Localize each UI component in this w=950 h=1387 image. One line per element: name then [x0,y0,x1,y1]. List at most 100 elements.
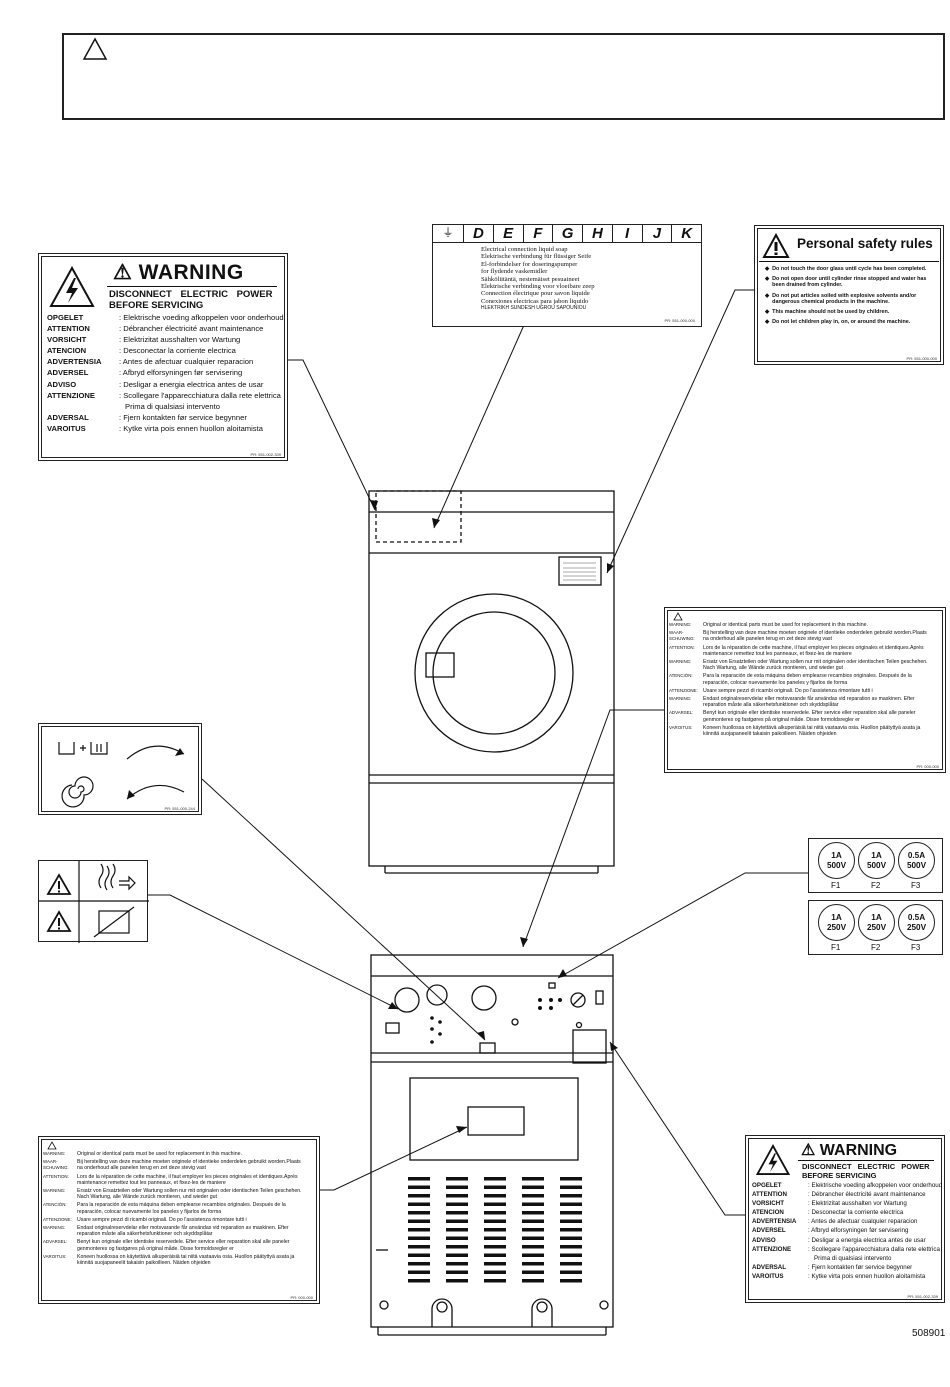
vent-slot [408,1219,430,1223]
parts-lang-text: Para la reparación de esta máquina deben… [77,1202,286,1215]
vent-slot [408,1262,430,1266]
parts-row: VAROITUS:Koneen huollossa on käytettävä … [669,725,931,737]
vent-slot [446,1194,468,1198]
warning-row: VAROITUS: Kytke virta pois ennen huollon… [47,423,284,434]
parts-row: ATTENZIONE:Usare sempre pezzi di ricambi… [669,688,931,694]
vent-slot [408,1253,430,1257]
bullet-icon: ◆ [765,309,770,316]
vent-slot [484,1228,506,1232]
warning-lang-label: ADVISO [752,1236,776,1244]
warning-lang-label: ATTENZIONE [47,390,95,400]
fuse-label: F3 [911,943,921,952]
warning-triangle-icon [762,233,790,258]
warning-row: ATTENZIONE: Scollegare l'apparecchiatura… [47,390,284,401]
parts-row: WARNING:Endast originalreservdelar eller… [669,696,931,708]
warning-lang-label [752,1254,808,1263]
fuse-label: F1 [831,943,841,952]
parts-lang-label: ATENCIÓN: [669,673,693,679]
vent-slot [522,1185,544,1189]
soap-part-number: PR: 551-000-000 [664,318,695,323]
soap-terminal-letter: K [681,225,693,242]
warning-row: ADVISO : Desligar a energia electrica ant… [47,379,284,390]
parts-lang-text: Ersatz von Ersatzteilen oder Wartung sol… [703,659,928,672]
vent-slot [408,1279,430,1283]
vent-slot [446,1253,468,1257]
vent-slot [522,1236,544,1240]
vent-slot [408,1194,430,1198]
warning-lang-label: OPGELET [752,1182,782,1189]
safety-rule-text: This machine should not be used by child… [772,309,890,316]
warning-row: ATENCION: Desconectar la corriente elect… [47,345,284,356]
parts-lang-label: WARNING: [669,622,692,627]
safety-rule-text: Do not let children play in, on, or arou… [772,319,911,326]
soap-line: Conexiones electricas para jabon liquido [481,297,589,305]
parts-lang-text: Original or identical parts must be used… [703,622,868,628]
parts-lang-text: Lors de la réparation de cette machine, … [77,1173,298,1186]
warning-lang-label: VORSICHT [752,1200,784,1208]
vent-slot [484,1202,506,1206]
warning-lang-label: ATTENZIONE [752,1245,792,1253]
parts-row: ATENCIÓN: Para la reparación de esta máqu… [43,1202,305,1214]
soap-terminal-letter: E [494,225,524,242]
parts-row: WARNING: Original or identical parts must… [669,622,931,628]
warning-title: ⚠ WARNING [113,261,244,284]
warning-lang-label: ADVISO [47,379,77,389]
soap-line: Sähköliitäntä, nestemäiset pesuaineet [481,275,580,283]
symbols-part-number: PR: 551-000-244 [164,806,195,811]
warning-lang-label: ADVERTENSIA [47,357,102,367]
warning-lang-text: : Desligar a energia electrica antes de … [119,379,264,389]
parts-lang-text: Benyt kun originale eller identiske rese… [703,710,916,723]
vent-slot [446,1185,468,1189]
warning-lang-label: OPGELET [47,313,84,322]
parts-lang-label: WARNING: [669,696,692,702]
fuse-volt: 500V [906,861,927,870]
warning-row: ADVISO: Desligar a energia electrica ant… [752,1236,942,1245]
fuse-label: F2 [871,881,881,890]
vent-slot [484,1219,506,1223]
parts-row: ATENCIÓN:Para la reparación de esta máqu… [669,673,931,685]
warning-lang-text: : Desconectar la corriente electrica [808,1209,904,1217]
safety-rule: ◆Do not put articles soiled with explosi… [765,293,935,305]
soap-line: El-forbindelser for doseringspumper [481,260,578,268]
vent-slot [560,1211,582,1215]
warning-panel-left: ⚠ WARNING DISCONNECT ELECTRIC POWER BEFO… [38,253,288,461]
parts-lang-text: Bij herstelling van deze machine moeten … [703,630,927,643]
warning-lang-label: VAROITUS [47,423,86,433]
vent-slot [522,1270,544,1274]
vent-slot [446,1270,468,1274]
warning-row: OPGELET: Elektrische voeding afkoppelen … [47,312,284,323]
warning-row: ATTENTION: Débrancher électricité avant … [752,1190,942,1199]
parts-row: VAROITUS:Koneen huollossa on käytettävä … [43,1254,305,1266]
warning-lang-text: : Fjern kontakten før service begynner [808,1263,913,1271]
fuse-amp: 1A [831,851,842,860]
ground-icon: ⏚ [433,225,464,242]
vent-slot [560,1279,582,1283]
warning-lang-text: : Desconectar la corriente electrica [119,346,236,356]
warning-title-2: ⚠ WARNING [801,1142,898,1159]
vent-slot [560,1262,582,1266]
parts-lang-label: ATENCIÓN: [43,1202,67,1208]
warning-triangle-small-icon [47,1141,57,1150]
fuse-label: F3 [911,881,921,890]
warning-lang-text: : Elektrizitat ausshalten vor Wartung [808,1200,907,1208]
parts-lang-label: WARNING: [43,1151,66,1156]
vent-slot [522,1279,544,1283]
fuse-label: F2 [871,943,881,952]
soap-line: Connection électrique pour savon liquide [481,290,590,298]
parts-row: WARNING:Ersatz von Ersatzteilen oder War… [43,1188,305,1200]
fuse-amp: 1A [831,913,842,922]
parts-row: WARNING:Original or identical parts must… [43,1151,305,1157]
parts-lang-text: Benyt kun originale eller identiske rese… [77,1239,290,1252]
warning-lang-text: : Antes de afectuar cualquier reparacion [119,357,254,367]
fuse-amp: 1A [871,851,882,860]
parts-part-number-right: PR: 000-000 [916,764,939,769]
warning-lang-text: : Antes de afectuar cualquier reparacion [808,1218,918,1226]
warning-subtitle-2: BEFORE SERVICING [109,300,204,311]
warning-row: ATTENTION: Débrancher électricité avant … [47,323,284,334]
vent-slot [408,1270,430,1274]
warning-row: VAROITUS: Kytke virta pois ennen huollon… [752,1272,942,1281]
